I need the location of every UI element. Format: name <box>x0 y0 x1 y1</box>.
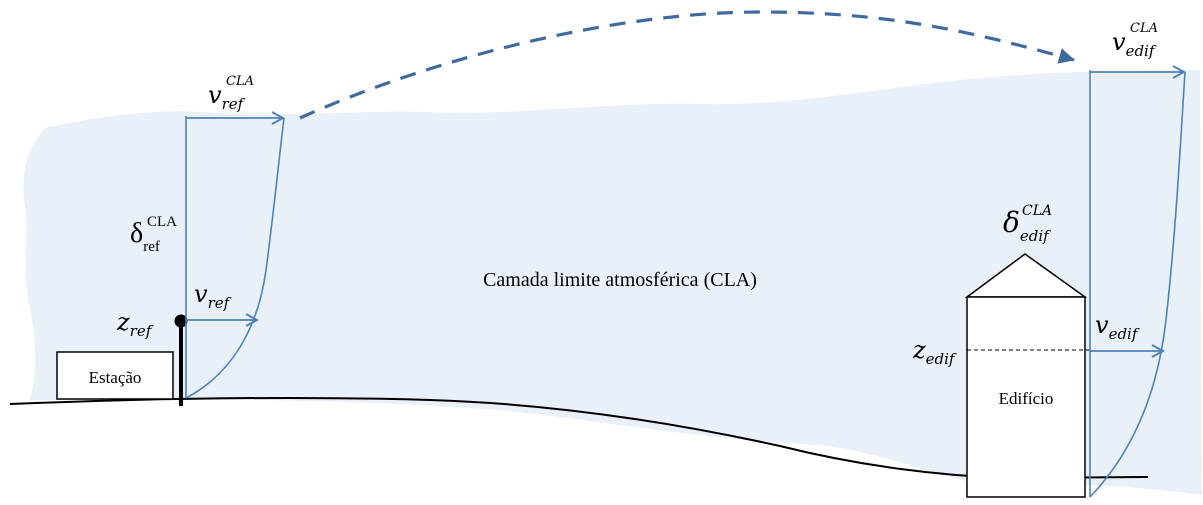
v-edif-symbol: vedif <box>1095 311 1140 343</box>
v-edif-cla-sub: edif <box>1126 42 1157 60</box>
delta-ref-cla-base: δ <box>130 218 143 249</box>
v-edif-cla-base: v <box>1112 28 1126 56</box>
z-ref-symbol: zref <box>116 308 154 340</box>
z-edif-sub: edif <box>926 350 957 368</box>
building-label: Edifício <box>999 389 1054 408</box>
z-edif-base: z <box>912 336 926 364</box>
delta-ref-cla-sup: CLA <box>147 214 177 230</box>
delta-edif-cla-sup: CLA <box>1022 203 1052 219</box>
reference-sensor-dot <box>174 314 188 328</box>
building-body <box>966 296 1086 498</box>
boundary-layer-region <box>23 70 1202 495</box>
delta-edif-cla-sub: edif <box>1020 227 1051 245</box>
station-label: Estação <box>89 368 142 387</box>
v-ref-symbol: vref <box>194 280 232 312</box>
transfer-dashed-arrow <box>299 10 1075 120</box>
ref-profile-curve <box>185 117 285 399</box>
delta-edif-cla-base: δ <box>1003 206 1020 239</box>
v-edif-sub: edif <box>1109 325 1140 343</box>
v-edif-base: v <box>1095 311 1109 339</box>
v-edif-cla-sup: CLA <box>1130 21 1158 36</box>
v-ref-cla-symbol: vref CLA <box>208 74 254 113</box>
v-ref-cla-sup: CLA <box>226 74 254 89</box>
z-edif-symbol: zedif <box>912 336 957 368</box>
edif-profile-curve <box>1089 71 1186 498</box>
z-ref-base: z <box>116 308 130 336</box>
v-ref-cla-base: v <box>208 81 222 109</box>
station-box <box>56 351 174 400</box>
v-ref-cla-sub: ref <box>222 95 246 113</box>
delta-ref-cla-symbol: δref CLA <box>130 214 177 255</box>
v-edif-cla-symbol: vedif CLA <box>1112 21 1158 60</box>
v-ref-sub: ref <box>208 294 232 312</box>
delta-edif-cla-symbol: δedif CLA <box>1003 203 1052 245</box>
z-ref-sub: ref <box>130 322 154 340</box>
ground-line <box>9 396 1149 480</box>
region-label: Camada limite atmosférica (CLA) <box>483 269 757 291</box>
v-ref-base: v <box>194 280 208 308</box>
delta-ref-cla-sub: ref <box>143 239 160 255</box>
